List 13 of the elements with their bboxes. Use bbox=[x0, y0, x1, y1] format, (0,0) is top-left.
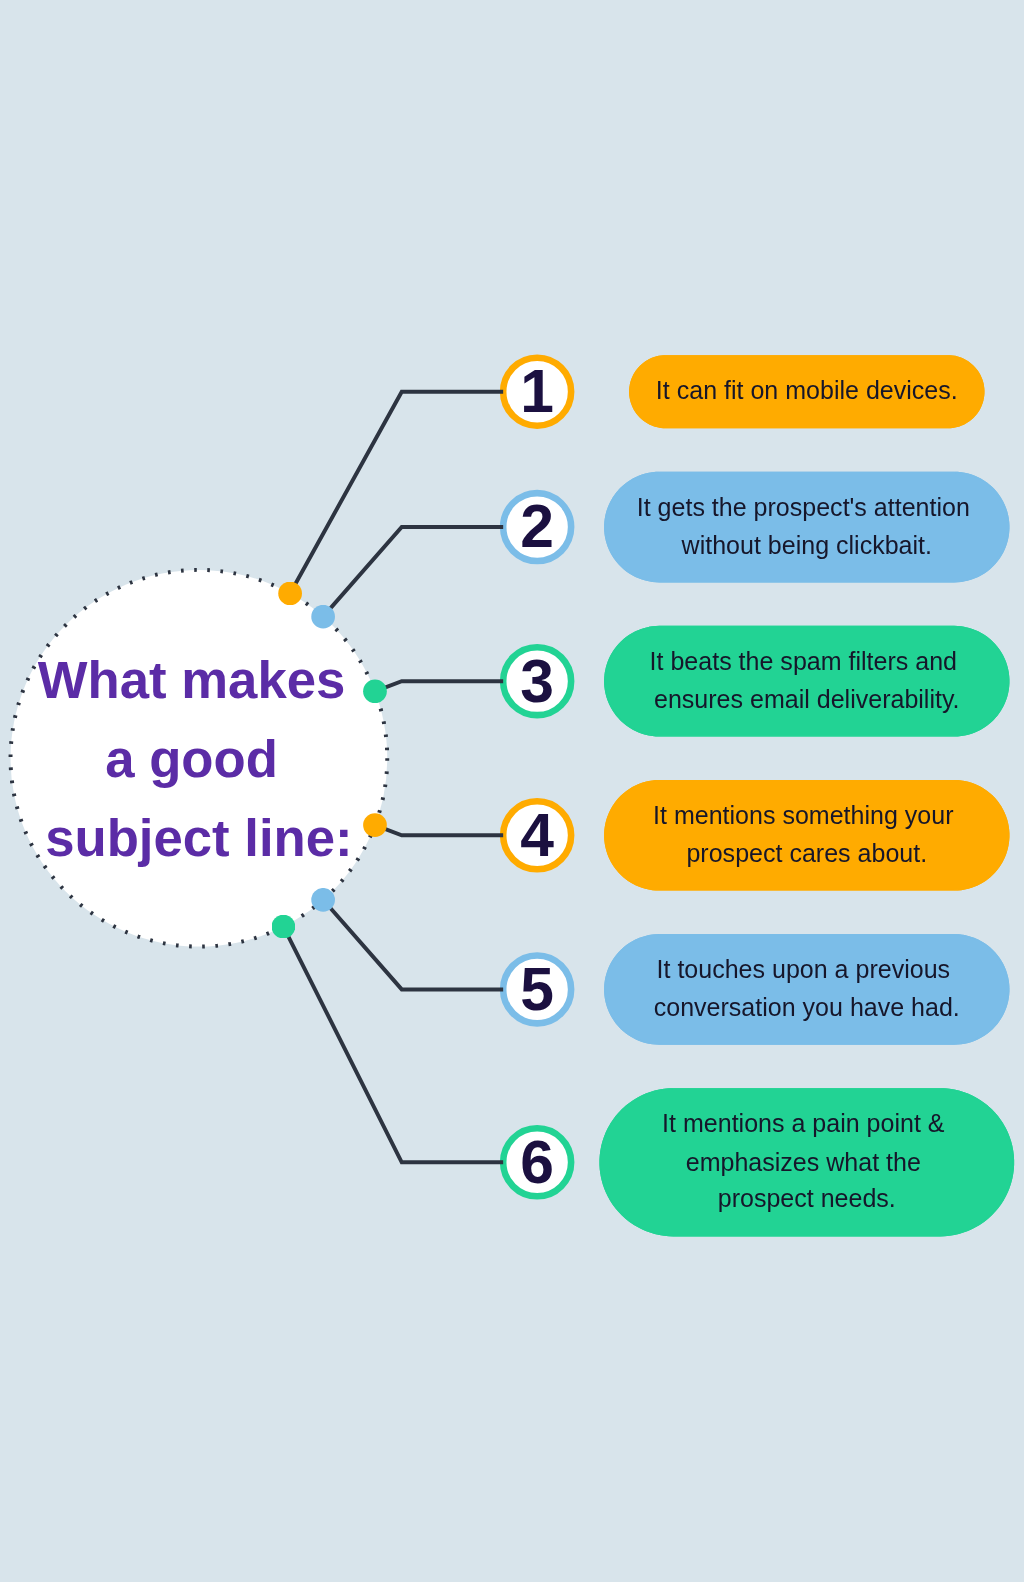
node-circle: 1 bbox=[499, 354, 575, 429]
node-circle: 5 bbox=[499, 952, 575, 1027]
connector bbox=[271, 914, 504, 1165]
connector bbox=[311, 887, 504, 992]
node-circle: 2 bbox=[499, 489, 575, 565]
node-circle: What makes a good subject line: bbox=[8, 567, 390, 949]
connector bbox=[278, 389, 504, 606]
node-circle: 4 bbox=[499, 798, 575, 873]
node-circle: 3 bbox=[499, 643, 575, 719]
connector bbox=[363, 813, 504, 838]
connector bbox=[363, 679, 504, 704]
connector bbox=[311, 525, 504, 629]
node-circle: 6 bbox=[499, 1125, 575, 1200]
